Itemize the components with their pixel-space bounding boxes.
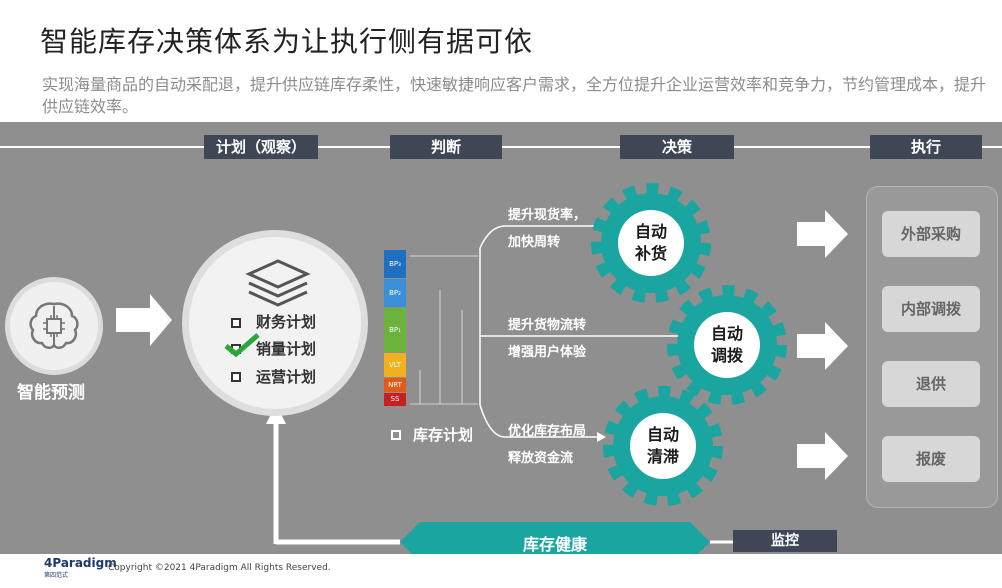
forecast-circle (5, 277, 103, 375)
execution-return-supplier: 退供 (882, 361, 980, 407)
copyright: Copyright ©2021 4Paradigm All Rights Res… (108, 563, 331, 573)
gear-icon-replenish (591, 183, 711, 303)
bar-segment-bp3: BP₃ (384, 250, 406, 278)
checkbox-finance (231, 318, 241, 328)
bar-segment-bp2: BP₂ (384, 279, 406, 307)
brain-chip-icon (29, 302, 79, 349)
judgement-1-line1: 提升现货率， (508, 208, 587, 223)
bar-segment-ss: SS (384, 393, 406, 406)
page-subtitle: 实现海量商品的自动采配退，提升供应链库存柔性，快速敏捷响应客户需求，全方位提升企… (42, 75, 987, 116)
company-logo: 4Paradigm (44, 556, 117, 570)
footer (0, 554, 1002, 588)
company-logo-sub: 第四范式 (44, 572, 69, 579)
checkbox-operations (231, 372, 241, 382)
health-label: 库存健康 (522, 535, 587, 554)
arrow-decision-3 (797, 432, 848, 480)
arrow-decision-1 (797, 210, 848, 258)
decision-replenish-line1: 自动 (634, 222, 667, 241)
judgement-3-line1: 优化库存布局 (508, 424, 587, 439)
bar-segment-bp1: BP₁ (384, 308, 406, 352)
judgement-1-line2: 加快周转 (508, 235, 561, 250)
plan-item-operations: 运营计划 (256, 368, 317, 386)
bar-segment-vlt: VLT (384, 353, 406, 377)
execution-internal-transfer: 内部调拨 (882, 286, 980, 332)
plan-circle (182, 230, 368, 416)
arrow-decision-2 (797, 322, 848, 370)
forecast-label: 智能预测 (17, 383, 85, 403)
inventory-plan-label: 库存计划 (413, 426, 474, 444)
page-title: 智能库存决策体系为让执行侧有据可依 (40, 25, 534, 58)
stage-execute-header: 执行 (870, 135, 982, 159)
execution-scrap: 报废 (882, 436, 980, 482)
decision-clear-line1: 自动 (646, 425, 679, 444)
decision-replenish-line2: 补货 (634, 244, 667, 263)
check-icon (224, 333, 260, 358)
plan-item-sales: 销量计划 (256, 340, 317, 358)
gear-icon-clear (603, 386, 723, 506)
plan-item-finance: 财务计划 (256, 313, 317, 331)
decision-clear-line2: 清滞 (646, 447, 679, 466)
judgement-2-line2: 增强用户体验 (508, 345, 587, 360)
execution-external-purchase: 外部采购 (882, 211, 980, 257)
stage-decide-header: 决策 (620, 135, 734, 159)
bar-segment-nrt: NRT (384, 378, 406, 392)
monitor-label: 监控 (733, 530, 837, 552)
layers-icon (245, 259, 311, 307)
stage-plan-header: 计划（观察） (204, 135, 318, 159)
checkbox-inventory (391, 430, 401, 440)
gear-icon-transfer (667, 285, 787, 405)
health-bar (400, 522, 710, 562)
decision-transfer-line2: 调拨 (710, 346, 743, 365)
stage-judge-header: 判断 (390, 135, 502, 159)
judgement-3-line2: 释放资金流 (508, 451, 574, 466)
arrow-forecast-to-plan (116, 294, 172, 346)
judgement-2-line1: 提升货物流转 (508, 318, 587, 333)
decision-transfer-line1: 自动 (710, 324, 743, 343)
